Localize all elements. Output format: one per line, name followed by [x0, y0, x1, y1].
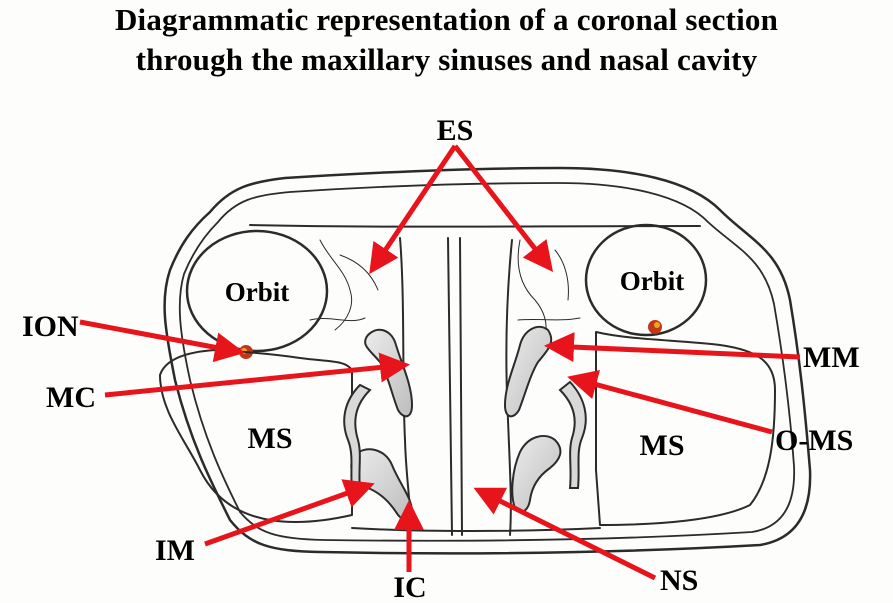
- ion-right-dot-core: [654, 322, 660, 328]
- orbit-left-shape: [185, 229, 329, 353]
- label-orbit-left: Orbit: [225, 277, 290, 307]
- label-ms-left: MS: [248, 422, 293, 455]
- uncinate-right: [558, 380, 587, 489]
- label-mc: MC: [46, 381, 96, 414]
- label-ms-right: MS: [640, 429, 685, 462]
- ethmoid-right: [517, 239, 581, 339]
- middle-turbinate-right: [503, 325, 553, 418]
- label-oms: O-MS: [775, 424, 853, 457]
- orbit-right-shape: [584, 223, 708, 337]
- arrow-mm: [544, 332, 801, 363]
- arrow-im: [204, 479, 375, 547]
- label-ic: IC: [393, 571, 426, 603]
- arrow-es-left: [369, 144, 458, 275]
- label-im: IM: [155, 534, 195, 567]
- arrow-ns: [473, 487, 657, 581]
- inferior-turbinate-right: [511, 435, 562, 513]
- nasal-floor: [351, 527, 601, 532]
- label-es: ES: [437, 114, 474, 147]
- ethmoid-left: [309, 239, 379, 331]
- outer-outline: [163, 166, 812, 555]
- arrow-ion: [79, 319, 245, 363]
- middle-turbinate-left: [364, 328, 414, 418]
- label-mm: MM: [803, 341, 860, 374]
- ms-right-outline: [595, 331, 776, 526]
- label-orbit-right: Orbit: [620, 266, 685, 296]
- label-ns: NS: [660, 564, 698, 597]
- label-ion: ION: [22, 310, 79, 343]
- arrow-es-right: [453, 144, 554, 272]
- arrow-mc: [104, 352, 410, 398]
- arrow-oms: [567, 370, 773, 435]
- title-line-2: through the maxillary sinuses and nasal …: [135, 42, 758, 77]
- nasal-septum-shape: [447, 237, 463, 536]
- title-line-1: Diagrammatic representation of a coronal…: [114, 2, 779, 37]
- inner-outline: [178, 182, 795, 542]
